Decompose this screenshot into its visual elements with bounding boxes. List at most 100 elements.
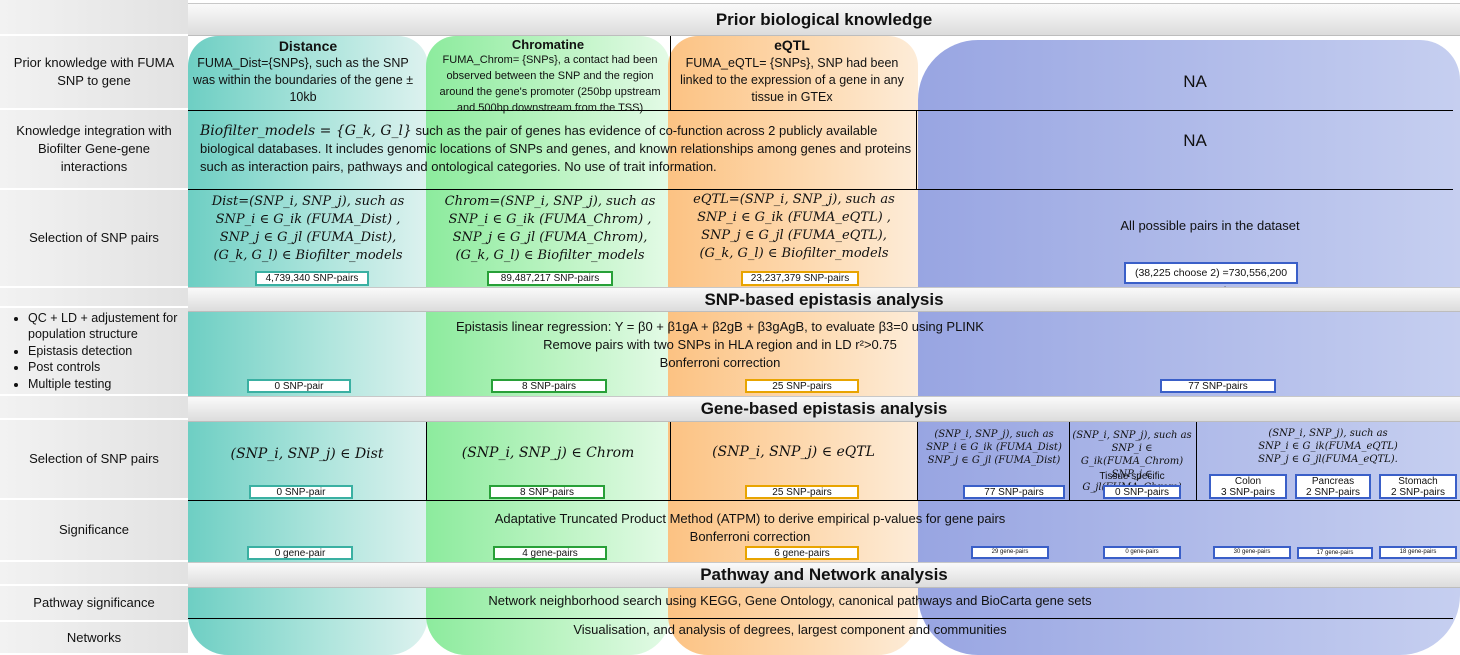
label-prior-fuma: Prior knowledge with FUMA SNP to gene <box>0 36 188 110</box>
sig-stomach-badge: 18 gene-pairs <box>1379 546 1457 559</box>
na-label: NA <box>1183 131 1207 150</box>
epistasis-line: Remove pairs with two SNPs in HLA region… <box>543 337 897 352</box>
stomach-label: Stomach <box>1398 476 1438 487</box>
networks-text: Visualisation, and analysis of degrees, … <box>573 622 1007 637</box>
na-b-line: SNP_i ∈ G_ik(FUMA_Chrom) <box>1080 443 1184 467</box>
eqtl-definition: eQTL=(SNP_i, SNP_j), such as SNP_i ∈ G_i… <box>676 191 912 263</box>
label-spacer-2 <box>0 396 188 420</box>
na-c-line: SNP_j ∈ G_jl(FUMA_eQTL). <box>1258 454 1398 465</box>
label-significance-text: Significance <box>58 522 130 537</box>
sig-chrom-badge: 4 gene-pairs <box>493 546 607 560</box>
eqtl-snp-epistasis-badge: 25 SNP-pairs <box>745 379 859 393</box>
dist-definition: Dist=(SNP_i, SNP_j), such as SNP_i ∈ G_i… <box>192 193 424 265</box>
na-a-line: SNP_j ∈ G_jl (FUMA_Dist) <box>927 455 1061 466</box>
all-snp-epistasis-badge: 77 SNP-pairs <box>1160 379 1276 393</box>
tissue-specific-label: Tissue specific <box>1099 471 1165 482</box>
biofilter-formula: Biofilter_models = {G_k, G_l} <box>200 123 412 139</box>
sig-colon-badge: 30 gene-pairs <box>1213 546 1291 559</box>
distance-description: FUMA_Dist={SNPs}, such as the SNP was wi… <box>192 56 414 104</box>
eqtl-line: eQTL=(SNP_i, SNP_j), such as <box>693 192 895 207</box>
distance-title: Distance <box>278 38 338 54</box>
sig-na-b-badge: 0 gene-pairs <box>1103 546 1181 559</box>
label-selection-snp-pairs: Selection of SNP pairs <box>0 190 188 288</box>
header-prior-text: Prior biological knowledge <box>715 9 933 29</box>
label-pathway-significance: Pathway significance <box>0 586 188 622</box>
header-prior-knowledge: Prior biological knowledge <box>188 3 1460 36</box>
divider-line <box>1196 421 1197 500</box>
colon-label: Colon <box>1234 476 1262 487</box>
divider-line <box>670 421 671 500</box>
divider-line <box>188 618 1453 619</box>
chrom-line: Chrom=(SNP_i, SNP_j), such as <box>444 194 656 209</box>
divider-line <box>188 500 1460 501</box>
header-pathway-network: Pathway and Network analysis <box>188 562 1460 588</box>
divider-line <box>917 421 918 500</box>
sig-na-a-badge: 29 gene-pairs <box>971 546 1049 559</box>
na-c-line: SNP_i ∈ G_ik(FUMA_eQTL) <box>1258 441 1398 452</box>
divider-line <box>188 110 1453 111</box>
gene-chrom-membership: (SNP_i, SNP_j) ∈ Chrom <box>461 445 635 461</box>
divider-line <box>916 110 917 190</box>
gene-na-c-definition: (SNP_i, SNP_j), such as SNP_i ∈ G_ik(FUM… <box>1200 427 1456 466</box>
gene-na-a-definition: (SNP_i, SNP_j), such as SNP_i ∈ G_ik (FU… <box>920 428 1068 467</box>
label-spacer-1 <box>0 288 188 308</box>
eqtl-description: FUMA_eQTL= {SNPs}, SNP had been linked t… <box>680 56 904 104</box>
chrom-snp-epistasis-badge: 8 SNP-pairs <box>491 379 607 393</box>
label-selection2-text: Selection of SNP pairs <box>29 451 159 466</box>
divider-line <box>426 421 427 500</box>
dist-snp-epistasis-badge: 0 SNP-pair <box>247 379 351 393</box>
dist-count-badge: 4,739,340 SNP-pairs <box>255 271 369 286</box>
eqtl-count-badge: 23,237,379 SNP-pairs <box>741 271 859 286</box>
label-prior-fuma-text: Prior knowledge with FUMA SNP to gene <box>13 55 175 88</box>
header-gene-epistasis: Gene-based epistasis analysis <box>188 396 1460 422</box>
divider-line <box>188 189 1453 190</box>
eqtl-title: eQTL <box>774 37 810 53</box>
label-spacer-3 <box>0 562 188 586</box>
na-label: NA <box>1183 72 1207 91</box>
label-networks: Networks <box>0 622 188 655</box>
na-c-line: (SNP_i, SNP_j), such as <box>1268 428 1388 439</box>
dist-line: SNP_i ∈ G_ik (FUMA_Dist) , <box>215 212 401 227</box>
divider-line <box>670 36 671 110</box>
stomach-badge: Stomach 2 SNP-pairs <box>1379 474 1457 499</box>
significance-line: Bonferroni correction <box>689 529 811 544</box>
na-a-line: (SNP_i, SNP_j), such as <box>934 429 1054 440</box>
chrom-definition: Chrom=(SNP_i, SNP_j), such as SNP_i ∈ G_… <box>432 193 668 265</box>
header-snp-text: SNP-based epistasis analysis <box>704 289 944 309</box>
qc-list: QC + LD + adjustement for population str… <box>8 310 182 393</box>
header-pathway-text: Pathway and Network analysis <box>700 565 948 584</box>
qc-list-item: Multiple testing <box>28 376 182 393</box>
gene-na-a-count-badge: 77 SNP-pairs <box>963 485 1065 499</box>
eqtl-line: SNP_i ∈ G_ik (FUMA_eQTL) , <box>697 210 891 225</box>
sig-pancreas-badge: 17 gene-pairs <box>1297 547 1373 559</box>
gene-chrom-count-badge: 8 SNP-pairs <box>489 485 605 499</box>
eqtl-line: SNP_j ∈ G_jl (FUMA_eQTL), <box>701 228 887 243</box>
chrom-line: (G_k, G_l) ∈ Biofilter_models <box>455 248 645 263</box>
all-count-badge: (38,225 choose 2) =730,556,200 SNP-pairs <box>1124 262 1298 297</box>
pancreas-badge: Pancreas 2 SNP-pairs <box>1295 474 1371 499</box>
pancreas-count: 2 SNP-pairs <box>1306 487 1360 498</box>
label-qc-list: QC + LD + adjustement for population str… <box>0 308 188 396</box>
qc-list-item: Post controls <box>28 359 182 376</box>
label-pathway-text: Pathway significance <box>33 595 155 610</box>
qc-list-item: Epistasis detection <box>28 343 182 360</box>
label-significance: Significance <box>0 500 188 562</box>
divider-line <box>1069 421 1070 500</box>
chrom-line: SNP_i ∈ G_ik (FUMA_Chrom) , <box>448 212 652 227</box>
colon-count: 3 SNP-pairs <box>1221 487 1275 498</box>
gene-eqtl-count-badge: 25 SNP-pairs <box>745 485 859 499</box>
na-b-line: (SNP_i, SNP_j), such as <box>1072 430 1192 441</box>
dist-line: Dist=(SNP_i, SNP_j), such as <box>211 194 405 209</box>
pancreas-label: Pancreas <box>1311 476 1355 487</box>
pathway-significance-text: Network neighborhood search using KEGG, … <box>488 593 1092 608</box>
snp-epistasis-text: Epistasis linear regression: Y = β0 + β1… <box>430 318 1010 372</box>
header-gene-text: Gene-based epistasis analysis <box>700 399 948 418</box>
header-snp-epistasis: SNP-based epistasis analysis <box>188 287 1460 312</box>
gene-na-b-count-badge: 0 SNP-pairs <box>1103 485 1181 499</box>
na-a-line: SNP_i ∈ G_ik (FUMA_Dist) <box>926 442 1062 453</box>
significance-text: Adaptative Truncated Product Method (ATP… <box>430 510 1070 546</box>
gene-eqtl-membership: (SNP_i, SNP_j) ∈ eQTL <box>712 444 875 460</box>
chrom-count-badge: 89,487,217 SNP-pairs <box>487 271 613 286</box>
dist-line: (G_k, G_l) ∈ Biofilter_models <box>213 248 403 263</box>
qc-list-item: QC + LD + adjustement for population str… <box>28 310 182 343</box>
